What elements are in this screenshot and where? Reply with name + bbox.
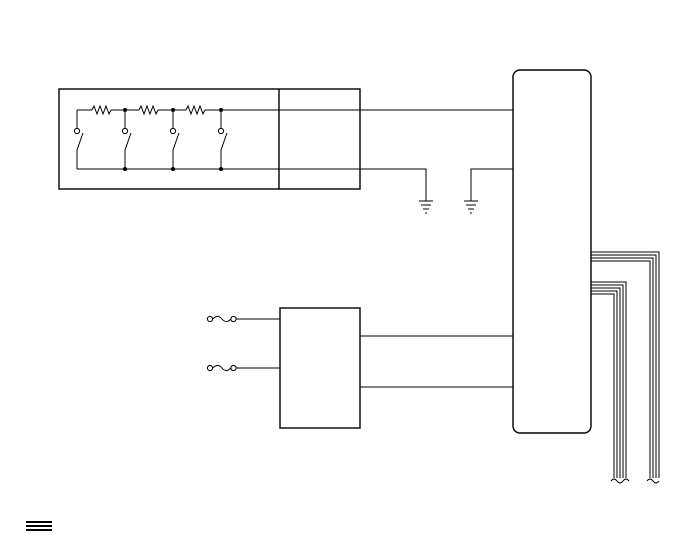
ecu-block: [512, 69, 592, 434]
ground-wire-2: [470, 168, 513, 201]
lower-module-box: [279, 307, 361, 429]
ground-wire-1: [279, 168, 427, 201]
switch-assembly-box: [58, 88, 361, 190]
ground-icon: [419, 200, 433, 214]
ground-icon: [464, 200, 478, 214]
resistor-ladder: [77, 104, 279, 116]
switch-4: [217, 110, 228, 169]
harness-bundle-2: [591, 281, 630, 484]
switch-1: [73, 110, 84, 169]
resistor-2: [138, 104, 159, 116]
harness-bundle-1: [591, 251, 660, 484]
resistor-1: [91, 104, 112, 116]
fuse-icon: [206, 364, 280, 372]
resistor-3: [185, 104, 206, 116]
switch-3: [169, 110, 180, 169]
switch-2: [121, 110, 132, 169]
fuse-icon: [206, 315, 280, 323]
harness-lines-icon: [26, 521, 52, 531]
